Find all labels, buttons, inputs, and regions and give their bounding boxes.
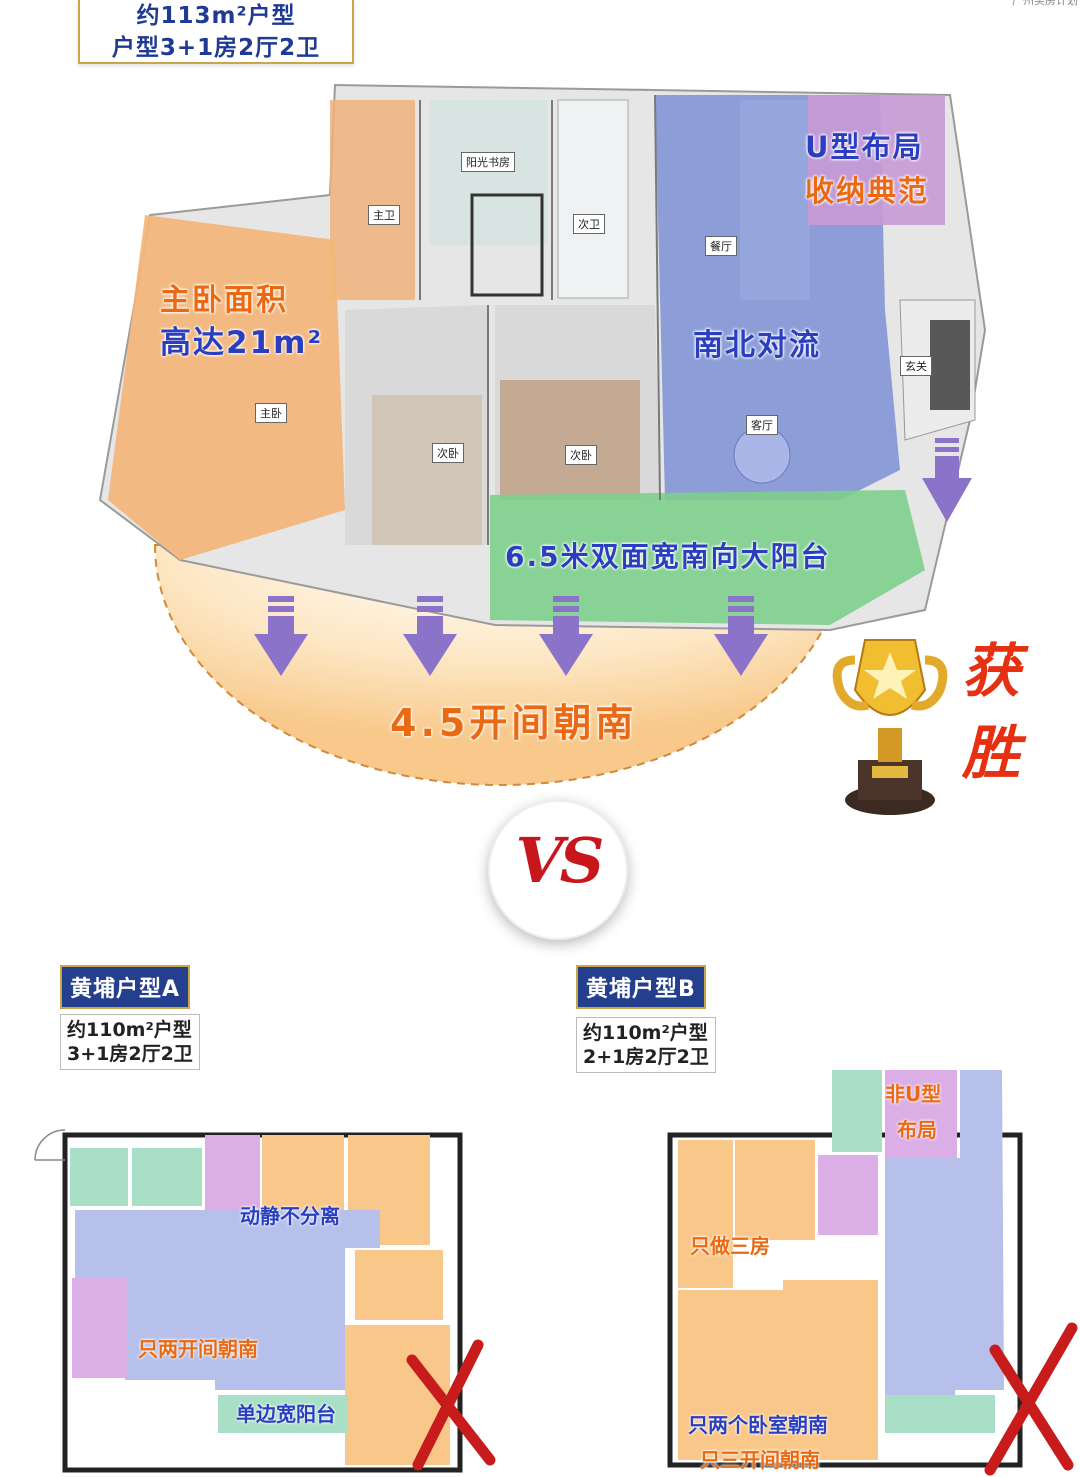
u-layout-callout-line2: 收纳典范 (805, 174, 930, 208)
plan-b-label-u-line1: 非U型 (885, 1082, 942, 1106)
plan-a-spec: 约110m²户型 3+1房2厅2卫 (60, 1014, 200, 1070)
south-arrow-2 (403, 596, 457, 676)
master-bath-zone (330, 100, 415, 300)
header-area-line: 约113m²户型 (136, 3, 296, 29)
plan-b-label-three: 只做三房 (690, 1234, 770, 1258)
plan-a-badge: 黄埔户型A (60, 965, 191, 1009)
plan-a-label-front: 只两开间朝南 (138, 1337, 258, 1361)
plan-a-spec-area: 约110m²户型 (67, 1019, 192, 1041)
room-tag-dining: 餐厅 (705, 236, 737, 256)
plan-a-drawing (34, 1129, 496, 1473)
room-tag-living: 客厅 (746, 415, 778, 435)
master-area-callout-line2: 高达21m² (160, 325, 324, 361)
room-tag-study: 阳光书房 (461, 152, 515, 172)
balcony-zone (490, 490, 925, 625)
south-arrows (254, 438, 972, 676)
plan-b-spec-area: 约110m²户型 (583, 1022, 708, 1044)
south-arrow-3 (539, 596, 593, 676)
trophy-icon (832, 639, 948, 815)
master-area-callout-line1: 主卧面积 (160, 283, 288, 318)
corner-watermark: 广州买房计划 (1012, 0, 1078, 7)
study-door (470, 193, 544, 297)
frontage-callout: 4.5开间朝南 (390, 701, 638, 745)
vs-emblem: VS (488, 800, 628, 940)
room-tag-bedroom-a: 次卧 (432, 443, 464, 463)
plan-a-label-zone: 动静不分离 (240, 1204, 340, 1228)
convection-callout: 南北对流 (693, 328, 821, 363)
plan-b-spec-layout: 2+1房2厅2卫 (583, 1046, 709, 1068)
plan-a-label-balcony: 单边宽阳台 (236, 1402, 336, 1426)
room-tag-second-bath: 次卫 (573, 214, 605, 234)
plan-b-label-u-line2: 布局 (897, 1118, 937, 1142)
balcony-callout: 6.5米双面宽南向大阳台 (505, 540, 831, 573)
plan-a-spec-layout: 3+1房2厅2卫 (67, 1043, 193, 1065)
comparison-plans (34, 1070, 1078, 1476)
vs-text: VS (515, 824, 605, 897)
study-zone (430, 100, 548, 245)
plan-b-drawing (667, 1070, 1078, 1476)
south-arrow-1 (254, 596, 308, 676)
header-layout-line: 户型3+1房2厅2卫 (111, 35, 321, 61)
master-bedroom-zone (108, 215, 345, 560)
u-layout-callout-line1: U型布局 (805, 130, 924, 164)
main-floor-plan (98, 83, 987, 815)
plan-b-cross (984, 1322, 1078, 1476)
plan-a-cross (406, 1339, 496, 1471)
south-arrow-4 (714, 596, 768, 676)
header-spec-box: 约113m²户型 户型3+1房2厅2卫 (78, 0, 354, 64)
plan-b-label-bed: 只两个卧室朝南 (688, 1413, 828, 1437)
second-bath-zone (557, 99, 629, 299)
winner-label: 获胜 (962, 637, 1021, 787)
plan-b-spec: 约110m²户型 2+1房2厅2卫 (576, 1017, 716, 1073)
kitchen-zone (808, 95, 945, 225)
room-tag-master-bed: 主卧 (255, 403, 287, 423)
entry-arrow (922, 438, 972, 522)
room-tag-bedroom-b: 次卧 (565, 445, 597, 465)
room-tag-master-bath: 主卫 (368, 205, 400, 225)
room-tag-entry: 玄关 (900, 356, 932, 376)
plan-b-badge: 黄埔户型B (576, 965, 706, 1009)
plan-b-label-front: 只三开间朝南 (700, 1448, 820, 1472)
